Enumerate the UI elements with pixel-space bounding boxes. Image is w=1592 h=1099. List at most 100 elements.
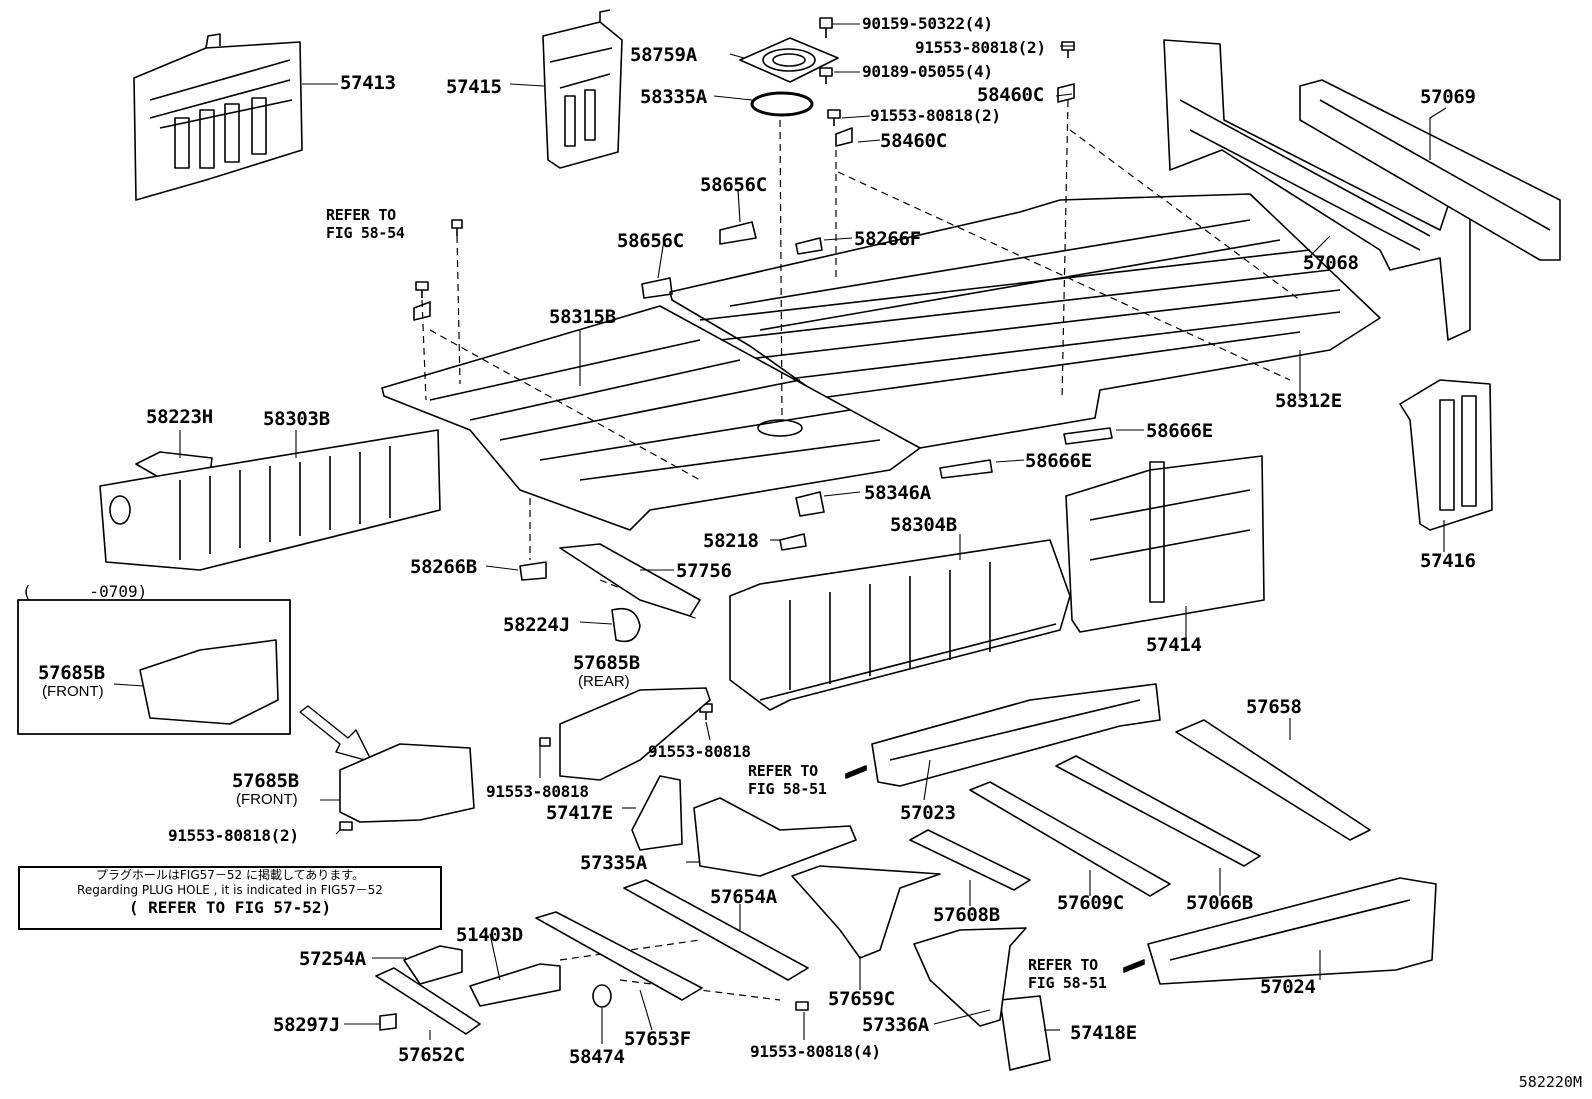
label-58218: 58218 [703, 530, 759, 552]
part-57254A-bracket [403, 945, 463, 985]
part-57417E-panel [631, 775, 683, 851]
label-57609C: 57609C [1057, 892, 1124, 914]
label-57417E: 57417E [546, 802, 613, 824]
label-58759A: 58759A [630, 44, 697, 66]
part-57413-panel [133, 33, 303, 201]
part-57418E-panel [999, 995, 1051, 1071]
part-58315B-center-floor [381, 305, 921, 531]
part-58460C-bracket [413, 83, 1075, 321]
label-58460C-a: 58460C [977, 84, 1044, 106]
part-58266F-bracket [795, 237, 823, 255]
label-57418E: 57418E [1070, 1022, 1137, 1044]
label-57608B: 57608B [933, 904, 1000, 926]
label-57069: 57069 [1420, 86, 1476, 108]
label-57023: 57023 [900, 802, 956, 824]
part-57024-member [1147, 877, 1437, 985]
production-period: ( -0709) [22, 582, 148, 601]
part-51403D-bracket [469, 963, 561, 1007]
label-57413: 57413 [340, 72, 396, 94]
part-58666E-bracket [939, 427, 1113, 479]
refer-fig-58-51-a: REFER TO FIG 58-51 [748, 762, 827, 798]
label-57066B: 57066B [1186, 892, 1253, 914]
label-58346A: 58346A [864, 482, 931, 504]
label-58223H: 58223H [146, 406, 213, 428]
label-front: (FRONT) [236, 791, 298, 808]
part-57685B-front [339, 743, 475, 823]
label-58224J: 58224J [503, 614, 570, 636]
part-57068-crossmember [1163, 39, 1471, 341]
label-57685B-inset: 57685B [38, 662, 105, 684]
label-57336A: 57336A [862, 1014, 929, 1036]
label-57254A: 57254A [299, 948, 366, 970]
part-58335A-ring [750, 91, 814, 117]
refer-arrow-1 [845, 765, 867, 779]
label-58297J: 58297J [273, 1014, 340, 1036]
part-57658-member [1175, 719, 1371, 841]
label-58666E-a: 58666E [1146, 420, 1213, 442]
part-57653F-bar [535, 911, 703, 1001]
label-57658: 57658 [1246, 696, 1302, 718]
label-57685B-front: 57685B [232, 770, 299, 792]
label-57415: 57415 [446, 76, 502, 98]
label-57659C: 57659C [828, 988, 895, 1010]
part-57652C-bar [375, 967, 481, 1035]
label-57414: 57414 [1146, 634, 1202, 656]
part-58474-plug [592, 984, 612, 1008]
label-58266B: 58266B [410, 556, 477, 578]
label-51403D: 51403D [456, 924, 523, 946]
label-58474: 58474 [569, 1046, 625, 1068]
label-58304B: 58304B [890, 514, 957, 536]
part-57416-panel [1399, 379, 1493, 531]
part-57659C-bracket [791, 865, 941, 959]
part-57414-panel [1065, 455, 1265, 633]
note-line-refer: ( REFER TO FIG 57-52) [128, 898, 332, 917]
label-58303B: 58303B [263, 408, 330, 430]
part-57069-member [1299, 79, 1561, 261]
label-58312E: 58312E [1275, 390, 1342, 412]
part-57415-panel [542, 9, 623, 169]
label-90159-50322: 90159-50322(4) [862, 14, 993, 33]
label-58315B: 58315B [549, 306, 616, 328]
part-58218-bracket [779, 533, 807, 551]
label-58666E-b: 58666E [1025, 450, 1092, 472]
part-58266B-bracket [519, 561, 547, 581]
label-91553-80818-c: 91553-80818(2) [168, 826, 299, 845]
refer-fig-58-51-b: REFER TO FIG 58-51 [1028, 956, 1107, 992]
label-91553-80818-r: 91553-80818 [648, 742, 751, 761]
label-57654A: 57654A [710, 886, 777, 908]
label-57335A: 57335A [580, 852, 647, 874]
label-58656C-b: 58656C [617, 230, 684, 252]
part-57608B-bar [909, 829, 1031, 891]
leader-lines [113, 23, 1447, 1044]
label-57416: 57416 [1420, 550, 1476, 572]
diagram-code: 582220M [1518, 1073, 1582, 1091]
part-57023-member [871, 683, 1161, 787]
part-57066B-bar [1055, 755, 1261, 867]
label-57653F: 57653F [624, 1028, 691, 1050]
label-57024: 57024 [1260, 976, 1316, 998]
label-58335A: 58335A [640, 86, 707, 108]
inset-box [17, 599, 291, 735]
part-57335A-bracket [693, 797, 857, 877]
label-58656C-a: 58656C [700, 174, 767, 196]
refer-arrow-2 [1123, 959, 1145, 973]
arrow-to-front [299, 705, 373, 763]
part-58303B-rail [99, 429, 441, 571]
part-58312E-rear-floor [669, 193, 1381, 449]
label-rear: (REAR) [578, 673, 630, 690]
plug-hole-note: プラグホールはFIG57－52 に掲載してあります。 Regarding PLU… [18, 866, 442, 930]
part-57609C-bar [969, 781, 1171, 897]
label-58266F: 58266F [854, 228, 921, 250]
label-57652C: 57652C [398, 1044, 465, 1066]
part-57685B-rear [559, 687, 711, 781]
refer-fig-58-54: REFER TO FIG 58-54 [326, 206, 405, 242]
label-57756: 57756 [676, 560, 732, 582]
note-line-jp: プラグホールはFIG57－52 に掲載してあります。 [95, 868, 365, 882]
part-58346A-bracket [795, 491, 825, 517]
label-91553-80818-a: 91553-80818(2) [915, 38, 1046, 57]
label-58460C-b: 58460C [880, 130, 947, 152]
part-57654A-bar [623, 879, 809, 981]
label-front-inset: (FRONT) [42, 683, 104, 700]
label-90189-05055: 90189-05055(4) [862, 62, 993, 81]
